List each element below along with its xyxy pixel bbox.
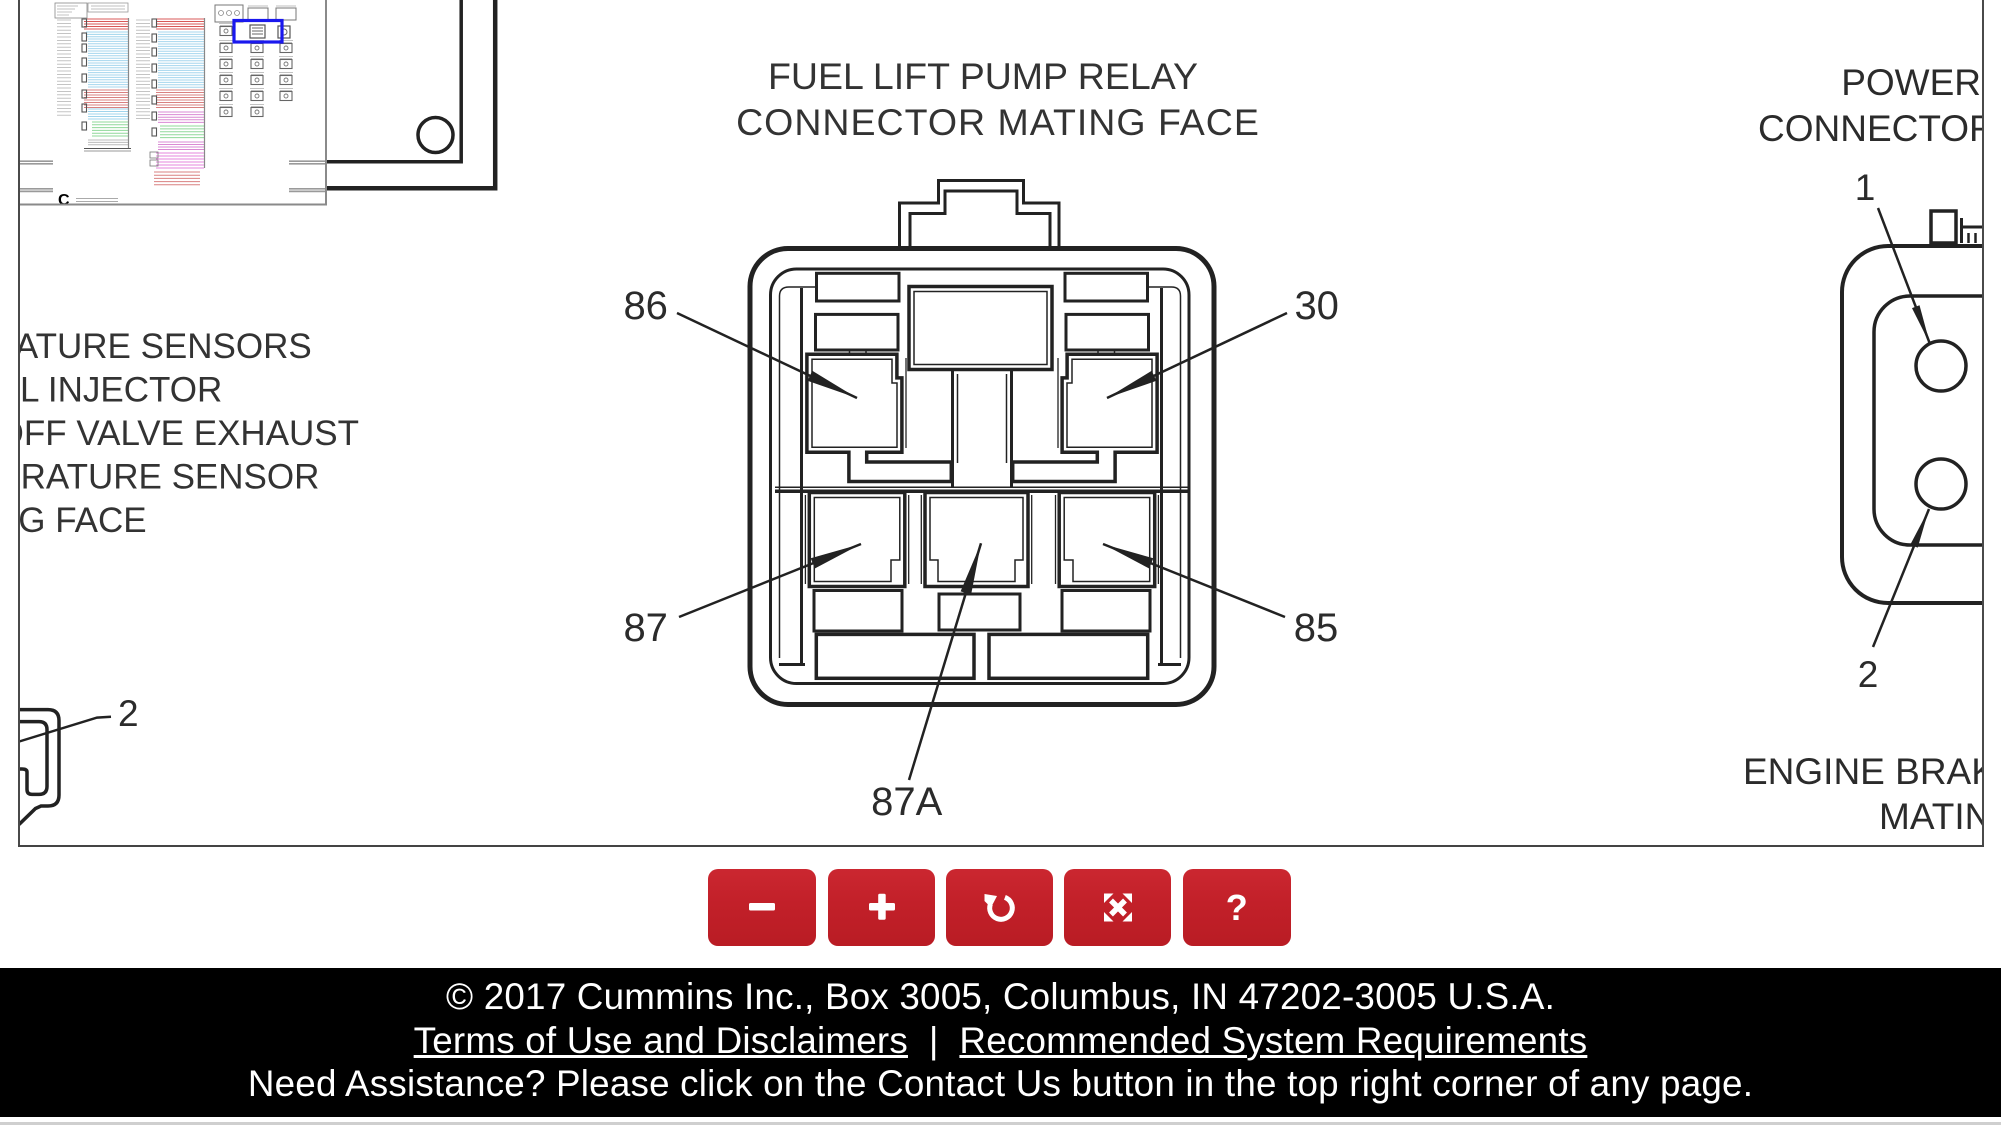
svg-text:TEMPERATURE SENSOR: TEMPERATURE SENSOR	[0, 458, 319, 497]
svg-text:TEMPERATURE SENSORS: TEMPERATURE SENSORS	[0, 327, 312, 366]
svg-text:30: 30	[1294, 284, 1339, 328]
svg-text:CONNECTOR: CONNECTOR	[1758, 108, 1996, 149]
svg-text:FUEL LIFT PUMP RELAY: FUEL LIFT PUMP RELAY	[768, 55, 1198, 97]
svg-text:2: 2	[118, 693, 139, 734]
svg-text:MATING: MATING	[1879, 796, 2001, 837]
svg-text:85: 85	[1294, 606, 1339, 650]
svg-text:87A: 87A	[871, 780, 942, 824]
svg-text:86: 86	[623, 284, 668, 328]
svg-text:CONNECTOR MATING FACE: CONNECTOR MATING FACE	[736, 101, 1260, 143]
svg-text:ENGINE BRAKE: ENGINE BRAKE	[1743, 751, 2001, 792]
svg-text:87: 87	[623, 606, 668, 650]
svg-text:C: C	[58, 192, 70, 209]
svg-text:SHUTOFF VALVE EXHAUST: SHUTOFF VALVE EXHAUST	[0, 414, 359, 453]
svg-text:POWER: POWER	[1841, 62, 1981, 103]
svg-text:FUEL INJECTOR: FUEL INJECTOR	[0, 371, 222, 410]
svg-text:MATING FACE: MATING FACE	[0, 501, 147, 540]
svg-text:2: 2	[1858, 654, 1879, 695]
svg-text:1: 1	[1855, 167, 1876, 208]
